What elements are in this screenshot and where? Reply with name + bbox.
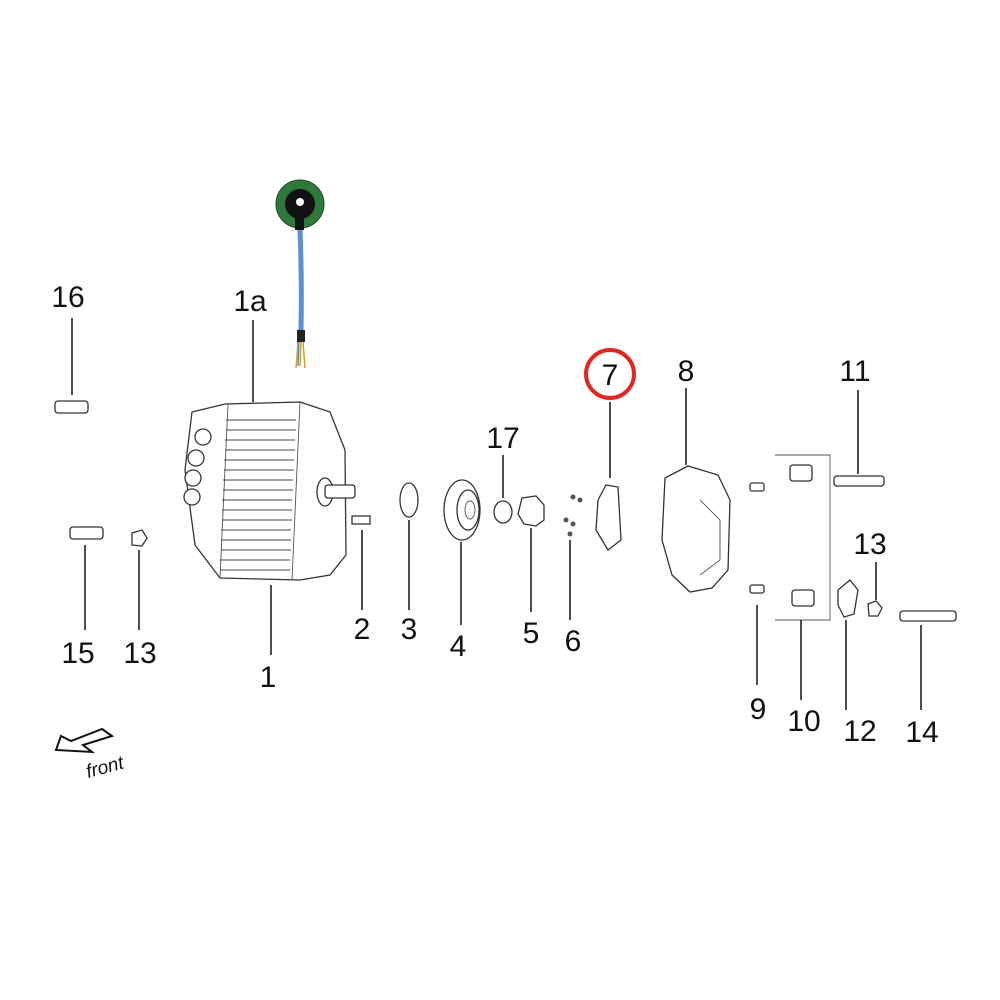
callout-3[interactable]: 3	[401, 613, 418, 646]
bracket-12-part[interactable]	[837, 579, 859, 618]
callout-1a[interactable]: 1a	[233, 285, 267, 318]
callout-2[interactable]: 2	[354, 613, 371, 646]
bolt-16-part[interactable]	[54, 400, 89, 414]
key-2-part[interactable]	[351, 515, 371, 525]
callout-6[interactable]: 6	[565, 625, 582, 658]
leader-lines	[71, 318, 922, 710]
spacer-3-part[interactable]	[399, 482, 419, 518]
bolt-14-part[interactable]	[899, 610, 957, 622]
motor-part[interactable]	[183, 401, 356, 581]
cover-8-part[interactable]	[661, 465, 731, 593]
callout-12[interactable]: 12	[843, 715, 876, 748]
callout-9[interactable]: 9	[750, 693, 767, 726]
bolt-11-part[interactable]	[833, 475, 885, 487]
callout-7[interactable]: 7	[602, 359, 619, 392]
front-direction-indicator: front	[54, 727, 127, 783]
front-arrow-icon	[54, 727, 115, 754]
nut-13-left-part[interactable]	[131, 529, 148, 547]
bolt-15-part[interactable]	[69, 526, 104, 540]
spacer-10-top-part[interactable]	[789, 464, 813, 482]
callout-13-right[interactable]: 13	[853, 528, 886, 561]
callout-11[interactable]: 11	[839, 355, 870, 388]
callout-15[interactable]: 15	[61, 637, 94, 670]
callout-4[interactable]: 4	[450, 630, 467, 663]
speed-sensor-part[interactable]	[275, 179, 325, 369]
nut-5-part[interactable]	[517, 495, 545, 527]
front-label: front	[84, 753, 127, 783]
callout-1[interactable]: 1	[260, 661, 277, 694]
callout-13-left[interactable]: 13	[123, 637, 156, 670]
callout-14[interactable]: 14	[905, 716, 938, 749]
callout-10[interactable]: 10	[787, 705, 820, 738]
washer-17-part[interactable]	[493, 500, 513, 524]
callout-8[interactable]: 8	[678, 355, 695, 388]
callout-16[interactable]: 16	[51, 281, 84, 314]
callout-5[interactable]: 5	[523, 617, 540, 650]
plate-7-part[interactable]	[595, 484, 622, 551]
screw-9-top-part[interactable]	[749, 482, 765, 492]
spacer-10-part[interactable]	[791, 589, 815, 607]
callout-17[interactable]: 17	[486, 422, 519, 455]
nut-13-right-part[interactable]	[867, 600, 883, 617]
pulley-4-part[interactable]	[443, 479, 481, 541]
screw-9-part[interactable]	[749, 584, 765, 594]
highlight-circle	[584, 348, 636, 400]
screws-6-part[interactable]	[563, 494, 583, 537]
